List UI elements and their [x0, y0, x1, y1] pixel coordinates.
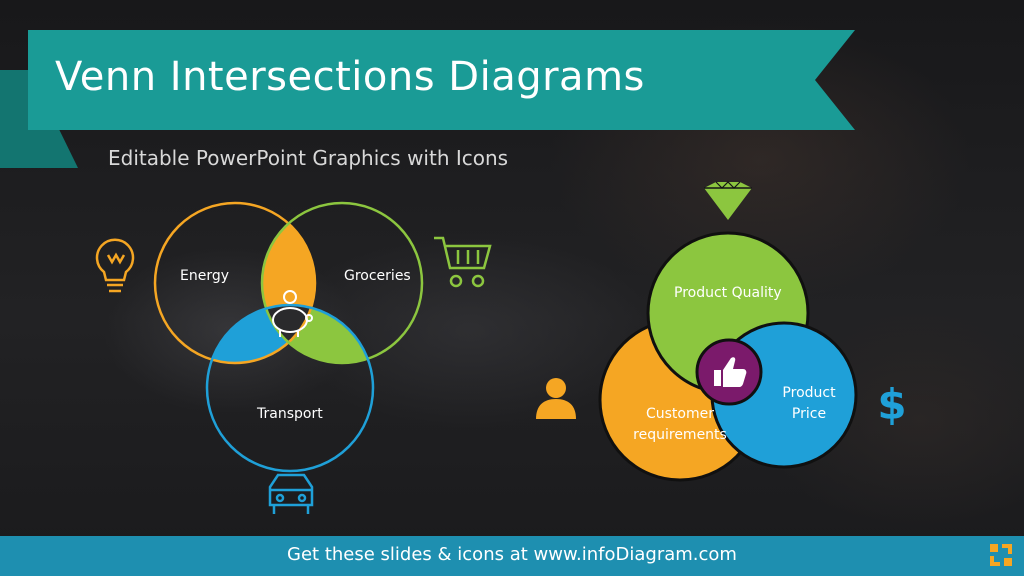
- transport-circle: [205, 303, 375, 473]
- title-banner: [0, 30, 855, 168]
- diamond-icon: [704, 181, 752, 220]
- person-icon: [536, 378, 576, 419]
- shopping-cart-icon: [434, 236, 492, 288]
- car-icon: [268, 473, 314, 514]
- dollar-icon: $: [877, 380, 906, 429]
- piggy-bank-icon: [272, 290, 313, 337]
- customer-requirements-label: Customer requirements: [633, 406, 727, 443]
- groceries-label: Groceries: [344, 268, 411, 284]
- page-subtitle: Editable PowerPoint Graphics with Icons: [108, 146, 509, 170]
- product-quality-label: Product Quality: [674, 285, 782, 301]
- groceries-circle: [260, 201, 424, 365]
- footer-link-text[interactable]: Get these slides & icons at www.infoDiag…: [287, 544, 737, 565]
- page-title: Venn Intersections Diagrams: [55, 54, 645, 100]
- lightbulb-icon: [95, 238, 135, 293]
- energy-label: Energy: [180, 268, 230, 284]
- transport-label: Transport: [257, 406, 323, 422]
- infodiagram-logo-icon: [990, 544, 1012, 566]
- venn-diagram-left: [95, 201, 492, 514]
- energy-circle: [153, 201, 317, 365]
- groceries-transport-intersection: [262, 305, 373, 363]
- product-price-label: Product Price: [782, 385, 836, 422]
- venn-diagram-right: $: [536, 181, 907, 482]
- energy-transport-intersection: [207, 305, 315, 363]
- footer-bar: Get these slides & icons at www.infoDiag…: [0, 536, 1024, 576]
- thumbs-up-icon: [714, 357, 747, 387]
